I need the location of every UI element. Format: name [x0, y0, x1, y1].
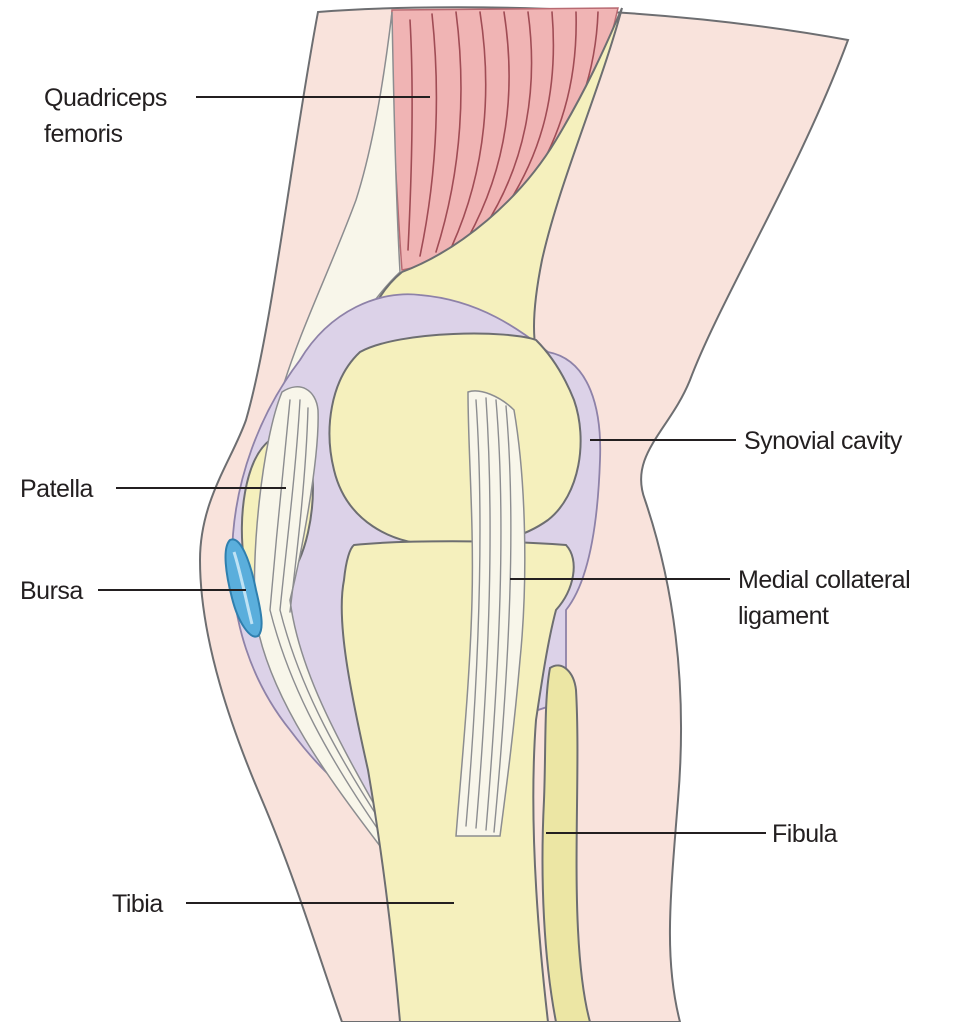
- label-quadriceps-line1: Quadriceps: [44, 84, 167, 112]
- label-medial-collateral-line2: ligament: [738, 602, 829, 630]
- label-tibia: Tibia: [112, 890, 163, 918]
- label-synovial-cavity: Synovial cavity: [744, 427, 903, 455]
- label-quadriceps-line2: femoris: [44, 120, 122, 148]
- femoral-condyle: [330, 334, 581, 545]
- label-fibula: Fibula: [772, 820, 838, 848]
- label-patella: Patella: [20, 475, 94, 503]
- label-bursa: Bursa: [20, 577, 83, 605]
- label-medial-collateral-line1: Medial collateral: [738, 566, 910, 594]
